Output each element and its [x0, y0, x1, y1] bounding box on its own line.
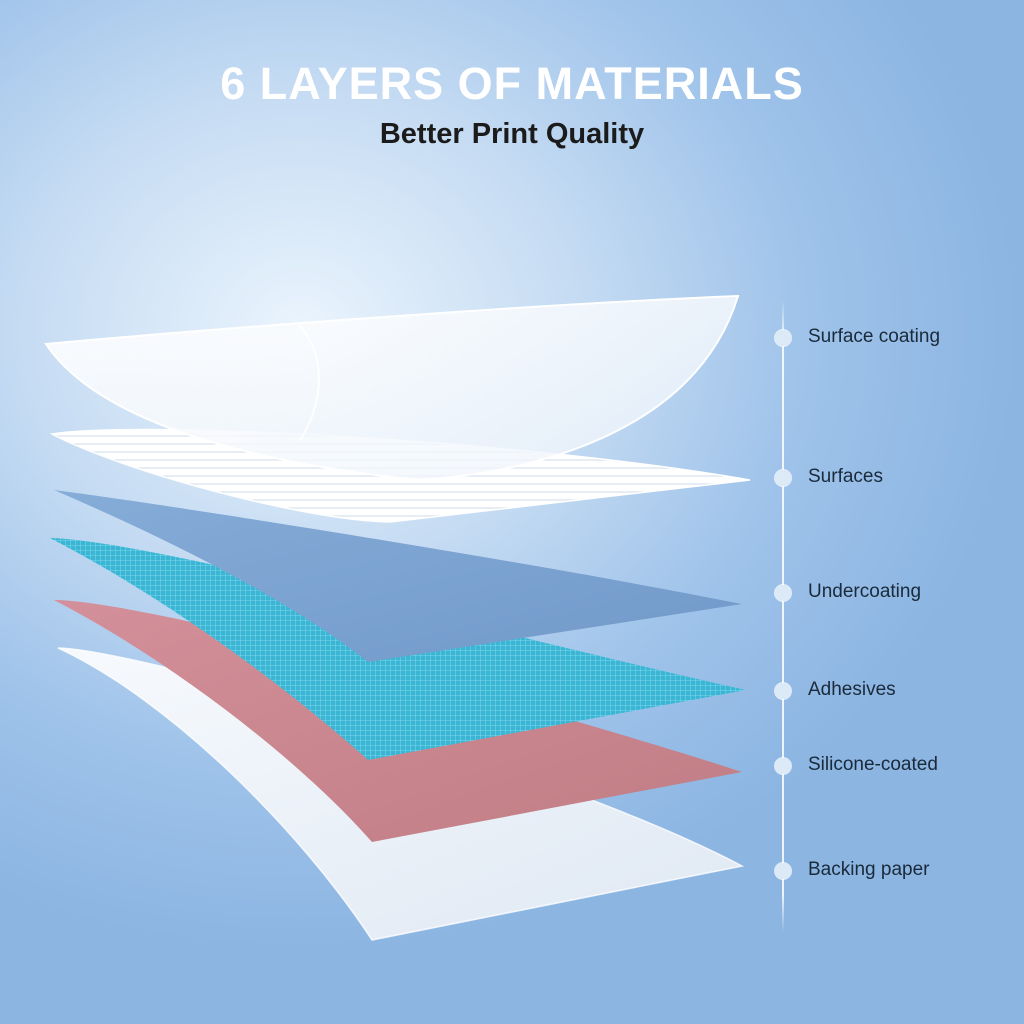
label-backing-paper: Backing paper: [808, 859, 930, 880]
backing-paper-marker: [775, 863, 791, 879]
label-undercoating: Undercoating: [808, 581, 922, 602]
surface-coating-marker: [775, 330, 791, 346]
page-subtitle: Better Print Quality: [379, 118, 645, 150]
label-silicone-coated: Silicone-coated: [808, 754, 938, 775]
page-title: 6 LAYERS OF MATERIALS: [220, 58, 804, 109]
undercoating-layer: [54, 490, 742, 662]
label-surfaces: Surfaces: [808, 466, 883, 487]
surface-coating-curl: [299, 325, 320, 441]
surface-coating-layer: [44, 294, 740, 482]
undercoating-marker: [775, 585, 791, 601]
silicone-coated-marker: [775, 758, 791, 774]
label-surface-coating: Surface coating: [808, 326, 941, 347]
surfaces-marker: [775, 470, 791, 486]
layer-timeline: [782, 300, 784, 932]
adhesives-marker: [775, 683, 791, 699]
label-adhesives: Adhesives: [808, 679, 896, 700]
